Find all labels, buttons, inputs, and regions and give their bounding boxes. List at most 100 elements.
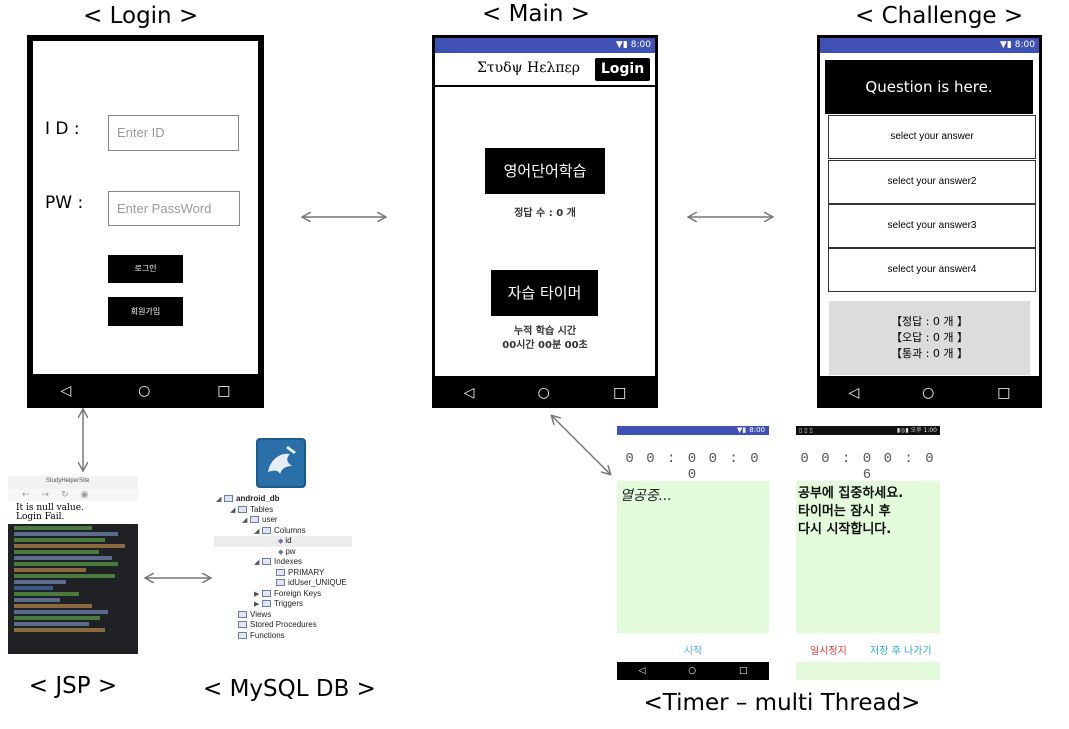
home-icon[interactable]: ○ [688,666,697,676]
timer2-message-line1: 공부에 집중하세요. [798,486,904,501]
pw-input[interactable]: Enter PassWord [108,191,240,226]
folder-icon [262,526,271,534]
arrow-main-timer [552,416,610,474]
back-icon[interactable]: ◁ [848,385,860,401]
folder-icon [238,621,247,629]
dolphin-icon [258,440,304,486]
id-label: I D : [45,119,80,139]
signup-button[interactable]: 회원가입 [108,297,183,326]
tree-db[interactable]: ◢android_db [216,494,280,503]
correct-count: 정답 수 : 0 개 [514,208,576,219]
jsp-output-line2: Login Fail. [16,512,65,522]
tree-procedures[interactable]: Stored Procedures [238,620,317,631]
browser-tab-title[interactable]: StudyHelperSite [46,478,90,484]
tree-foreign-keys[interactable]: ▶Foreign Keys [254,588,322,598]
answer-button-3[interactable]: select your answer3 [828,204,1036,248]
tree-triggers[interactable]: ▶Triggers [254,599,304,608]
login-phone: I D : Enter ID PW : Enter PassWord 로그인 회… [27,35,264,408]
answer-button-4[interactable]: select your answer4 [828,248,1036,292]
notification-icons: ▯ ▯ ▯ [799,427,813,434]
timer1-status-box: 열공중... [617,481,769,633]
mysql-title: < MySQL DB > [203,676,376,702]
login-button[interactable]: 로그인 [108,255,183,283]
main-phone: ▼▮8:00 Στυδψ Ηελπερ Login 영어단어학습 정답 수 : … [432,35,658,408]
folder-icon [238,505,247,513]
tree-functions[interactable]: Functions [238,631,285,642]
tree-col-id[interactable]: ◆ id [214,536,352,547]
challenge-statusbar: ▼▮8:00 [820,38,1039,53]
main-screen: ▼▮8:00 Στυδψ Ηελπερ Login 영어단어학습 정답 수 : … [435,38,655,376]
tree-idx-primary[interactable]: PRIMARY [276,568,324,579]
home-icon[interactable]: ○ [922,385,935,401]
index-icon [276,579,285,587]
tree-user[interactable]: ◢user [242,515,278,524]
login-navbar: ◁ ○ □ [27,376,264,406]
wifi-battery-icon: ▼▮ [999,40,1012,50]
recents-icon[interactable]: □ [739,666,748,676]
folder-icon [238,610,247,618]
nav-arrows-icon[interactable]: ←→↻◉ [22,490,101,500]
jsp-title: < JSP > [28,673,118,699]
result-wrong: 【오답 : 0 개 】 [890,331,969,344]
study-time-label: 누적 학습 시간 [513,326,577,337]
browser-toolbar: ←→↻◉ [8,489,138,501]
folder-icon [262,558,271,566]
folder-icon [262,600,271,608]
index-icon [276,568,285,576]
timer2-statusbar: ▯ ▯ ▯ ▮◎▮ 오후 1:00 [796,426,940,435]
tree-idx-unique[interactable]: idUser_UNIQUE [276,578,347,589]
challenge-navbar: ◁ ○ □ [817,378,1042,408]
timer1-status: 열공중... [620,488,672,504]
timer-screen-2: ▯ ▯ ▯ ▮◎▮ 오후 1:00 0 0 : 0 0 : 0 6 공부에 집중… [796,426,940,680]
timer2-message-box: 공부에 집중하세요. 타이머는 잠시 후 다시 시작합니다. [796,481,940,633]
status-time: 8:00 [1014,40,1035,50]
timer2-bottom-strip [796,662,940,680]
study-time-value: 00시간 00분 00초 [502,340,588,351]
browser-tabbar: StudyHelperSite [8,476,138,489]
tree-indexes[interactable]: ◢Indexes [254,557,303,566]
question-box: Question is here. [825,60,1033,114]
back-icon[interactable]: ◁ [638,666,646,676]
answer-button-1[interactable]: select your answer [828,115,1036,159]
timer-button[interactable]: 자습 타이머 [491,270,598,316]
header-login-button[interactable]: Login [595,58,650,81]
folder-icon [238,631,247,639]
pause-button[interactable]: 일시정지 [810,646,847,657]
header-divider [435,85,655,87]
app-title: Στυδψ Ηελπερ [477,60,581,76]
jsp-output-line1: It is null value. [16,503,84,513]
mysql-tree: ◢android_db ◢Tables ◢user ◢Columns ◆ id … [214,494,356,654]
back-icon[interactable]: ◁ [60,383,72,399]
back-icon[interactable]: ◁ [463,385,475,401]
challenge-phone: ▼▮8:00 Question is here. select your ans… [817,35,1042,408]
tree-views[interactable]: Views [238,610,271,621]
wifi-battery-icon: ▼▮ [615,40,628,50]
id-input[interactable]: Enter ID [108,115,239,151]
jsp-screenshot: StudyHelperSite ←→↻◉ It is null value. L… [8,476,138,654]
code-editor [8,524,138,654]
recents-icon[interactable]: □ [997,385,1011,401]
timer2-digits: 0 0 : 0 0 : 0 6 [800,451,936,483]
timer1-digits: 0 0 : 0 0 : 0 0 [625,451,761,483]
timer1-statusbar: ▼▮8:00 [617,426,769,435]
recents-icon[interactable]: □ [217,383,231,399]
answer-button-2[interactable]: select your answer2 [828,160,1036,204]
result-pass: 【통과 : 0 개 】 [890,347,969,360]
home-icon[interactable]: ○ [138,383,151,399]
tree-col-pw[interactable]: ◆ pw [278,546,296,556]
vocab-button[interactable]: 영어단어학습 [485,148,605,194]
main-navbar: ◁ ○ □ [432,378,658,408]
challenge-screen: ▼▮8:00 Question is here. select your ans… [820,38,1039,376]
wifi-battery-icon: ▼▮ [737,426,747,434]
timer-screen-1: ▼▮8:00 0 0 : 0 0 : 0 0 열공중... 시작 ◁ ○ □ [617,426,769,680]
status-time: 8:00 [630,40,651,50]
start-button[interactable]: 시작 [683,646,703,657]
signal-icons: ▮◎▮ [896,427,911,434]
tree-tables[interactable]: ◢Tables [230,504,274,514]
save-exit-button[interactable]: 저장 후 나가기 [870,646,932,657]
tree-columns[interactable]: ◢Columns [254,525,306,535]
column-icon: ◆ [278,548,286,556]
home-icon[interactable]: ○ [537,385,550,401]
folder-icon [262,589,271,597]
recents-icon[interactable]: □ [613,385,627,401]
